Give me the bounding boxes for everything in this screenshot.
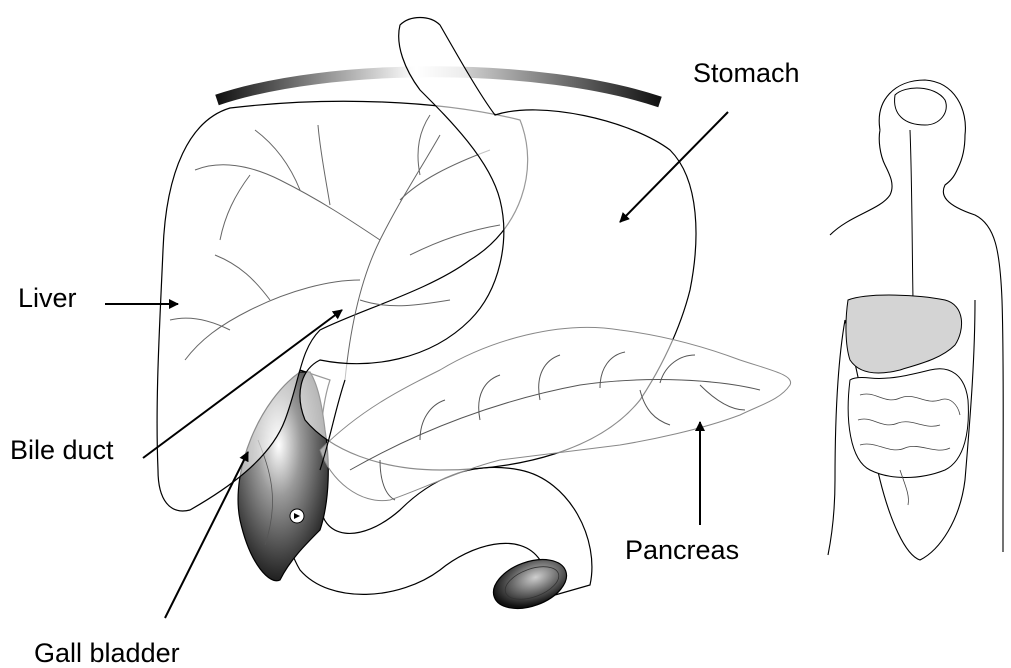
label-liver: Liver xyxy=(18,285,77,312)
inset-intestines xyxy=(848,369,968,478)
label-gall-bladder: Gall bladder xyxy=(34,640,180,667)
label-stomach: Stomach xyxy=(693,60,800,87)
inset-organs-highlight xyxy=(846,295,962,373)
label-bile-duct: Bile duct xyxy=(10,437,114,464)
label-pancreas: Pancreas xyxy=(625,537,739,564)
brain-icon xyxy=(895,88,947,125)
body-silhouette-inset xyxy=(828,80,1003,560)
esophagus-line xyxy=(910,130,913,300)
pancreas-organ xyxy=(320,327,791,500)
